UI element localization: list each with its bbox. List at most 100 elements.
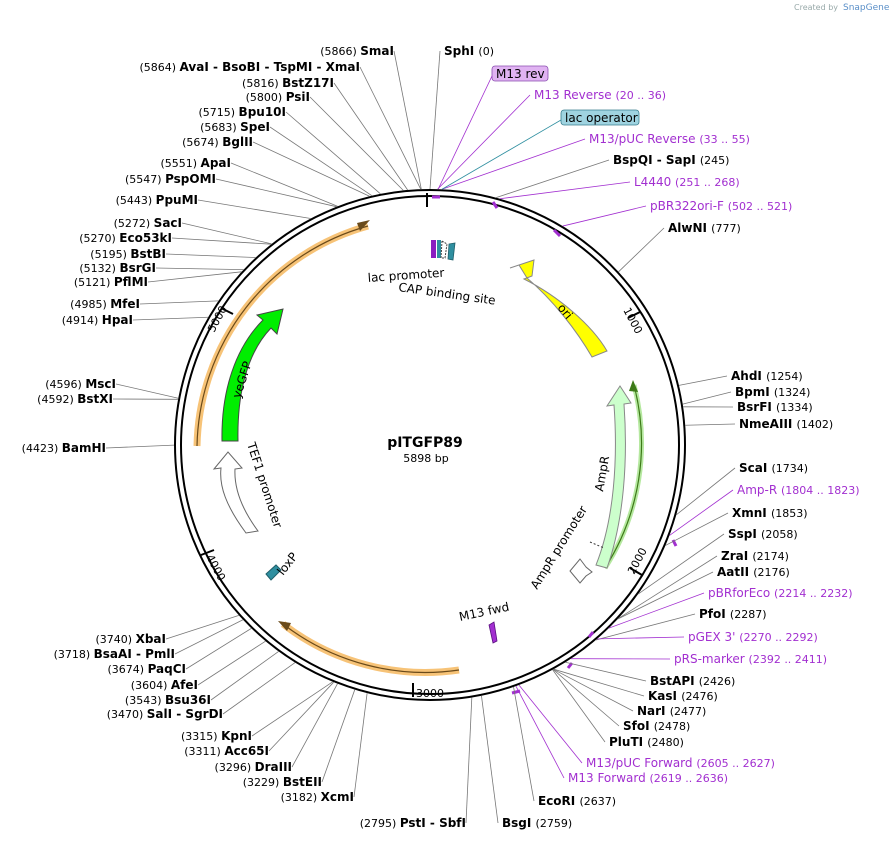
enzyme-label-bpu10i[interactable]: (5715) Bpu10I	[198, 105, 286, 119]
enzyme-label-scai[interactable]: ScaI (1734)	[739, 461, 808, 475]
primer-label-m13-puc-forward[interactable]: M13/pUC Forward (2605 .. 2627)	[586, 756, 775, 770]
ampr-orf-highlight[interactable]	[280, 621, 460, 676]
enzyme-label-psti[interactable]: (2795) PstI - SbfI	[360, 816, 466, 830]
enzyme-label-kasi[interactable]: KasI (2476)	[648, 689, 718, 703]
enzyme-label-bstz17i[interactable]: (5816) BstZ17I	[242, 76, 334, 90]
enzyme-label-hpai[interactable]: (4914) HpaI	[62, 313, 133, 327]
loxp-marker[interactable]	[265, 564, 282, 581]
leader-afei	[197, 640, 266, 686]
enzyme-label-bsgi[interactable]: BsgI (2759)	[502, 816, 572, 830]
enzyme-label-aatii[interactable]: AatII (2176)	[717, 565, 790, 579]
primer-label-pbrforeco[interactable]: pBRforEco (2214 .. 2232)	[708, 586, 853, 600]
enzyme-label-apai[interactable]: (5551) ApaI	[160, 156, 231, 170]
enzyme-label-bsaai[interactable]: (3718) BsaAI - PmlI	[54, 647, 175, 661]
enzyme-label-bpmi[interactable]: BpmI (1324)	[735, 385, 810, 399]
enzyme-label-kpni[interactable]: (3315) KpnI	[181, 729, 252, 743]
tef1-promoter-arrow[interactable]	[212, 451, 259, 534]
enzyme-label-nari[interactable]: NarI (2477)	[637, 704, 706, 718]
enzyme-label-zrai[interactable]: ZraI (2174)	[721, 549, 789, 563]
enzyme-label-xmni[interactable]: XmnI (1853)	[732, 506, 808, 520]
enzyme-label-xbai[interactable]: (3740) XbaI	[96, 632, 166, 646]
enzyme-label-pfoi[interactable]: PfoI (2287)	[699, 607, 766, 621]
m13-rev-box[interactable]	[491, 65, 549, 82]
enzyme-label-sali[interactable]: (3470) SalI - SgrDI	[107, 707, 223, 721]
enzyme-label-pflmi[interactable]: (5121) PflMI	[74, 275, 148, 289]
enzyme-name: ScaI	[739, 461, 772, 475]
enzyme-position: (3543)	[125, 694, 165, 707]
leader-pfoi	[595, 613, 696, 641]
enzyme-label-draiii[interactable]: (3296) DraIII	[215, 760, 292, 774]
enzyme-label-avai[interactable]: (5864) AvaI - BsoBI - TspMI - XmaI	[139, 60, 360, 74]
primer-label-amp-r[interactable]: Amp-R (1804 .. 1823)	[737, 483, 860, 497]
leader-ppumi	[197, 199, 311, 219]
enzyme-label-bstxi[interactable]: (4592) BstXI	[37, 392, 113, 406]
leader-bsrgi	[155, 267, 244, 271]
primer-label-l4440[interactable]: L4440 (251 .. 268)	[634, 175, 740, 189]
leader-sphi	[429, 50, 441, 190]
primer-label-m13-puc-reverse[interactable]: M13/pUC Reverse (33 .. 55)	[589, 132, 750, 146]
lac-operator-box[interactable]	[560, 109, 640, 126]
enzyme-position: (2477)	[670, 705, 707, 718]
leader-hpai	[132, 316, 209, 321]
m13-rev-box-label: M13 rev	[496, 67, 545, 81]
enzyme-label-saci[interactable]: (5272) SacI	[114, 216, 182, 230]
enzyme-label-bsrfi[interactable]: BsrFI (1334)	[737, 400, 813, 414]
primer-label-prs-marker[interactable]: pRS-marker (2392 .. 2411)	[674, 652, 827, 666]
enzyme-label-alwni[interactable]: AlwNI (777)	[668, 221, 741, 235]
enzyme-label-ppumi[interactable]: (5443) PpuMI	[116, 193, 198, 207]
enzyme-label-psii[interactable]: (5800) PsiI	[246, 90, 310, 104]
enzyme-name: MscI	[85, 377, 116, 391]
primer-label-pbr322ori-f[interactable]: pBR322ori-F (502 .. 521)	[650, 199, 792, 213]
enzyme-label-bsrgi[interactable]: (5132) BsrGI	[79, 261, 156, 275]
cap-binding-site-marker[interactable]	[447, 242, 456, 261]
m13-fwd-marker[interactable]	[488, 621, 498, 644]
enzyme-label-pluti[interactable]: PluTI (2480)	[609, 735, 684, 749]
enzyme-label-bstapi[interactable]: BstAPI (2426)	[650, 674, 735, 688]
enzyme-label-bamhi[interactable]: (4423) BamHI	[22, 441, 106, 455]
enzyme-label-paqci[interactable]: (3674) PaqCI	[107, 662, 186, 676]
leader-bsgi	[481, 695, 499, 824]
enzyme-name: PfoI	[699, 607, 730, 621]
leader-bstapi	[565, 661, 647, 682]
leader-sspi	[637, 533, 725, 595]
enzyme-label-bsteii[interactable]: (3229) BstEII	[243, 775, 322, 789]
yegfp-arrow[interactable]	[221, 308, 284, 442]
enzyme-label-ahdi[interactable]: AhdI (1254)	[731, 369, 803, 383]
enzyme-label-xcmi[interactable]: (3182) XcmI	[281, 790, 354, 804]
enzyme-name: ZraI	[721, 549, 752, 563]
primer-label-m13-reverse[interactable]: M13 Reverse (20 .. 36)	[534, 88, 666, 102]
m13-rev-marker[interactable]	[431, 240, 436, 258]
enzyme-label-nmeaiii[interactable]: NmeAIII (1402)	[739, 417, 833, 431]
enzyme-position: (2176)	[753, 566, 790, 579]
enzyme-label-bspqi[interactable]: BspQI - SapI (245)	[613, 153, 729, 167]
leader-bamhi	[105, 444, 175, 449]
ampr-arrow[interactable]	[595, 385, 632, 569]
enzyme-label-bstbi[interactable]: (5195) BstBI	[90, 247, 166, 261]
enzyme-label-bglii[interactable]: (5674) BglII	[182, 135, 253, 149]
primer-label-m13-forward[interactable]: M13 Forward (2619 .. 2636)	[568, 771, 728, 785]
enzyme-label-sphi[interactable]: SphI (0)	[444, 44, 494, 58]
enzyme-label-acc65i[interactable]: (3311) Acc65I	[184, 744, 269, 758]
leader-sali	[222, 662, 296, 715]
primer-range: (1804 .. 1823)	[781, 484, 860, 497]
lac-promoter-marker[interactable]	[440, 240, 448, 259]
enzyme-label-sspi[interactable]: SspI (2058)	[728, 527, 798, 541]
enzyme-label-pspomi[interactable]: (5547) PspOMI	[125, 172, 216, 186]
enzyme-label-smai[interactable]: (5866) SmaI	[320, 44, 394, 58]
enzyme-label-ecori[interactable]: EcoRI (2637)	[538, 794, 616, 808]
enzyme-label-sfoi[interactable]: SfoI (2478)	[623, 719, 690, 733]
enzyme-label-eco53ki[interactable]: (5270) Eco53kI	[79, 231, 172, 245]
enzyme-label-mfei[interactable]: (4985) MfeI	[70, 297, 140, 311]
enzyme-name: BsaAI - PmlI	[94, 647, 175, 661]
primer-label-pgex-3[interactable]: pGEX 3' (2270 .. 2292)	[688, 630, 818, 644]
enzyme-position: (245)	[700, 154, 730, 167]
lac-operator-marker[interactable]	[437, 240, 441, 258]
ampr-promoter-arrow[interactable]	[569, 558, 593, 584]
enzyme-label-msci[interactable]: (4596) MscI	[45, 377, 116, 391]
ori-arrow[interactable]	[509, 259, 608, 358]
enzyme-position: (5443)	[116, 194, 156, 207]
enzyme-label-bsu36i[interactable]: (3543) Bsu36I	[125, 693, 211, 707]
enzyme-label-afei[interactable]: (3604) AfeI	[131, 678, 198, 692]
enzyme-label-spei[interactable]: (5683) SpeI	[200, 120, 270, 134]
ampr-right-arrowhead	[629, 380, 638, 392]
